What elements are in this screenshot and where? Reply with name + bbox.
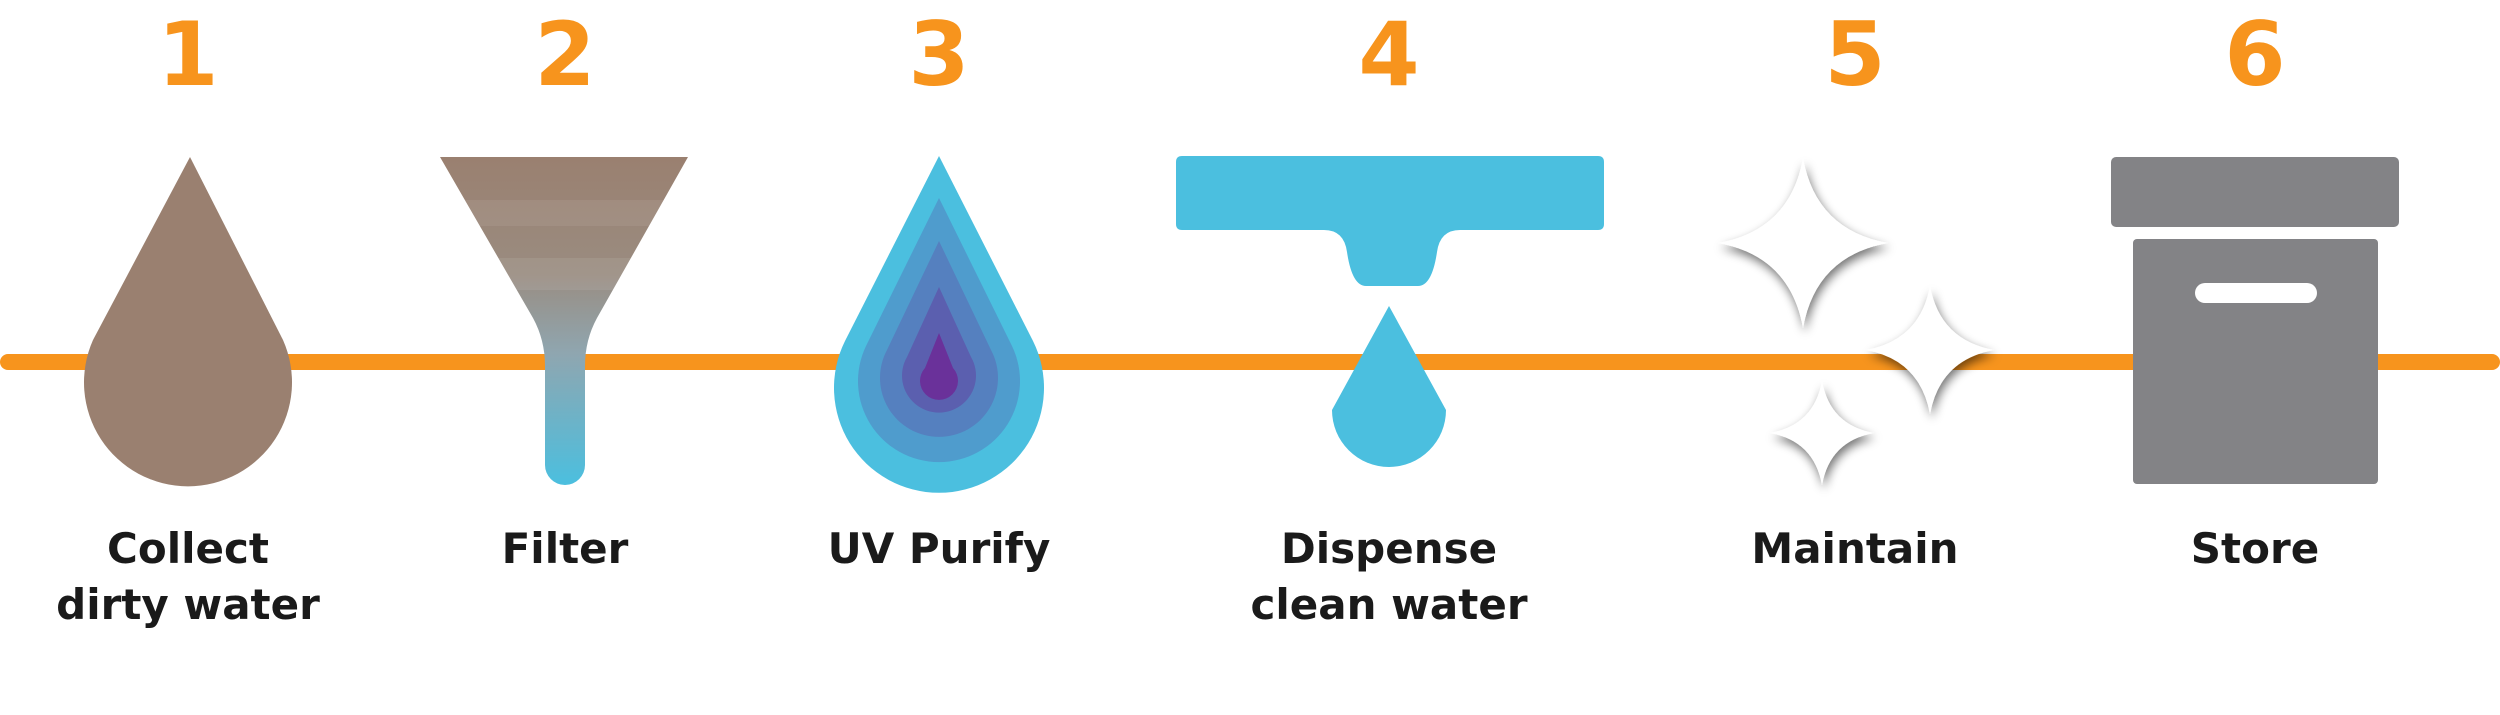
step-label-4: Dispense clean water xyxy=(1250,524,1528,629)
step-label-3: UV Purify xyxy=(827,524,1051,573)
step-number-5: 5 xyxy=(1824,3,1885,106)
funnel-filter-icon xyxy=(440,157,688,485)
step-label-6: Store xyxy=(2190,524,2320,573)
step-number-2: 2 xyxy=(534,3,595,106)
step-label-2: Filter xyxy=(501,524,629,573)
uv-layered-drop-icon xyxy=(834,156,1044,493)
step-label-5: Maintain xyxy=(1751,524,1959,573)
step-label-1: Collect dirty water xyxy=(56,524,320,629)
step-number-3: 3 xyxy=(908,3,969,106)
storage-box-icon xyxy=(2111,157,2399,484)
step-number-6: 6 xyxy=(2224,3,2285,106)
brown-drop-icon xyxy=(84,157,293,487)
tap-dispense-icon xyxy=(1176,156,1604,467)
box-handle xyxy=(2195,283,2317,303)
step-number-4: 4 xyxy=(1358,3,1419,106)
sparkle-icon xyxy=(1718,158,1994,485)
step-number-1: 1 xyxy=(157,3,218,106)
